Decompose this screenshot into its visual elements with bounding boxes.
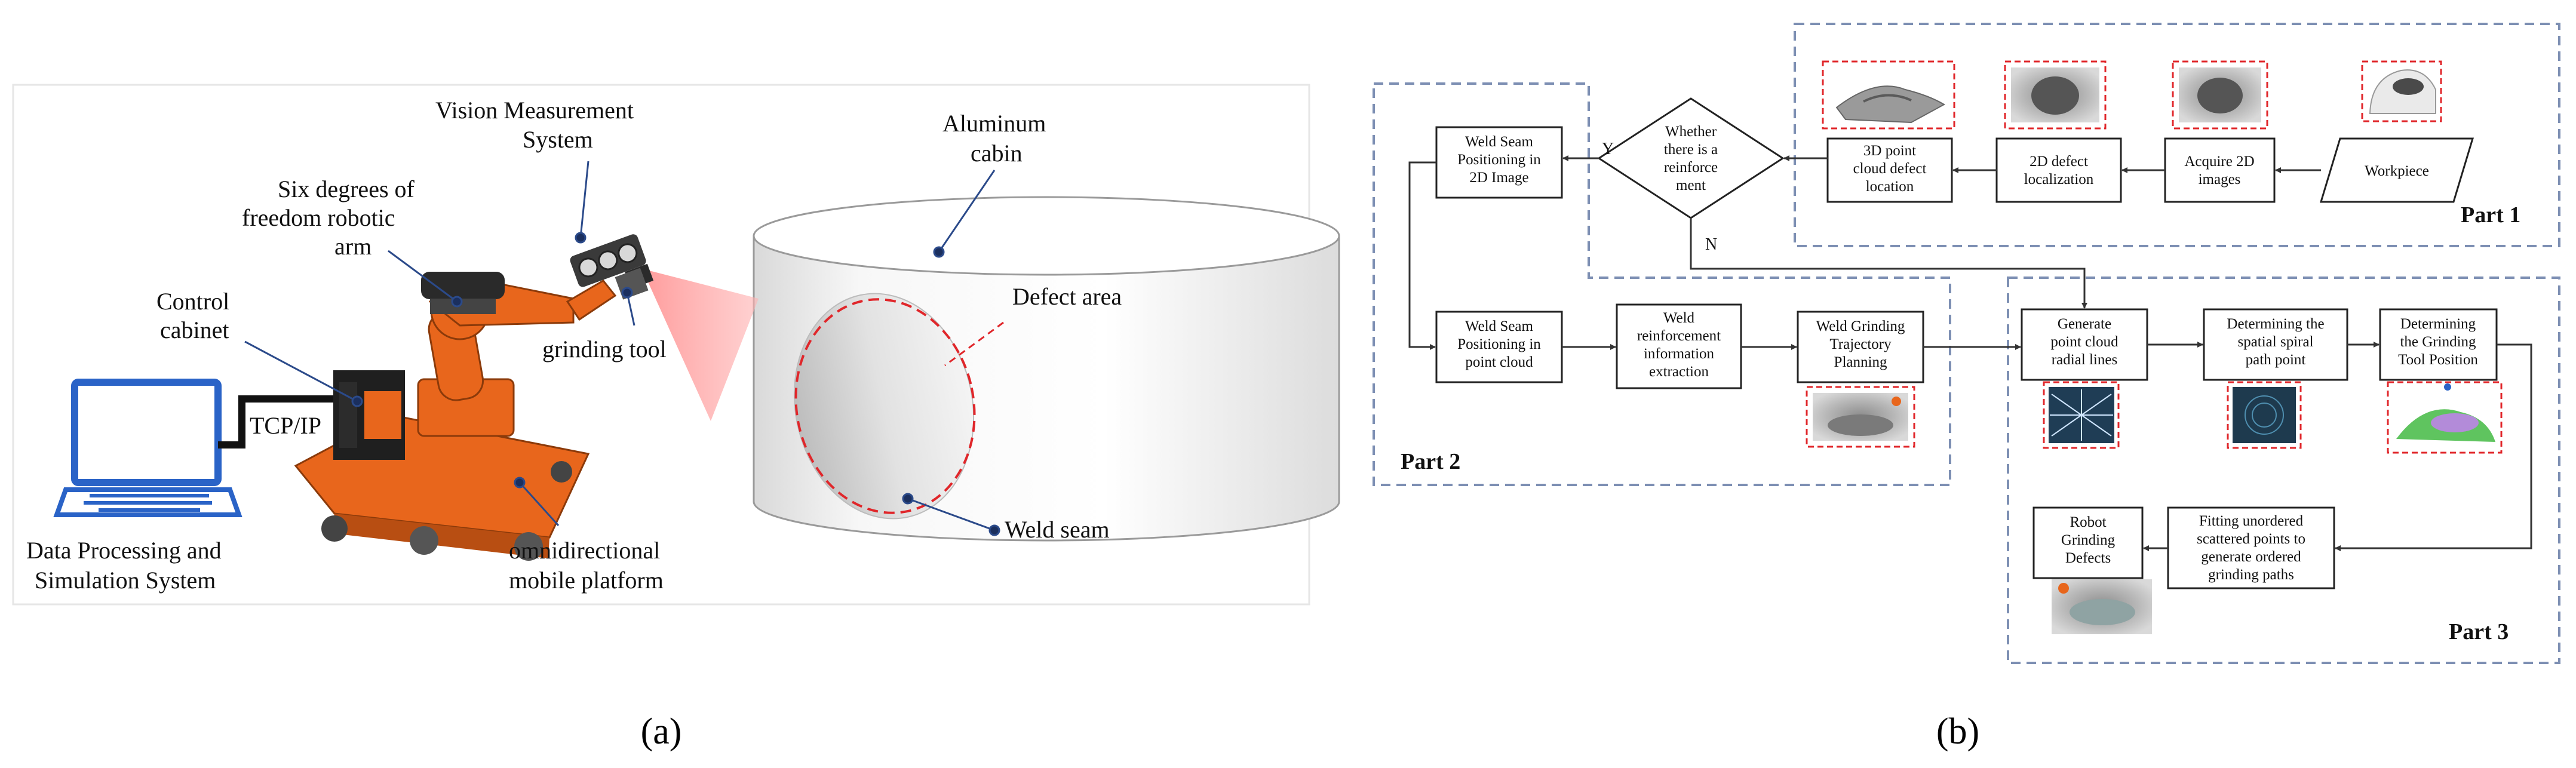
text-radial-1: Generate [2058, 316, 2111, 332]
laser-beam [642, 269, 759, 421]
text-cloud3d-3: location [1866, 179, 1914, 195]
part3-frame [2007, 277, 2560, 664]
text-seam2d-1: Weld Seam [1465, 134, 1533, 150]
label-weld-seam: Weld seam [1005, 516, 1110, 543]
label-vision-1: Vision Measurement [435, 97, 634, 124]
decision-no-label: N [1705, 235, 1717, 254]
node-reinf [1616, 303, 1742, 389]
node-robot [2032, 506, 2144, 579]
text-fit-3: generate ordered [2201, 549, 2301, 565]
label-omni-1: omnidirectional [509, 537, 660, 564]
node-radial [2021, 308, 2148, 381]
mobile-robot [294, 234, 654, 561]
text-radial-2: point cloud [2050, 334, 2118, 350]
label-arm-2: freedom robotic [242, 204, 395, 231]
part1-label: Part 1 [2461, 202, 2520, 228]
text-fit-2: scattered points to [2197, 531, 2305, 547]
text-robot-3: Defects [2065, 550, 2111, 566]
text-decision-3: reinforce [1664, 159, 1718, 176]
label-vision-2: System [523, 126, 593, 153]
node-seampc [1435, 311, 1563, 383]
label-dps-1: Data Processing and [26, 537, 222, 564]
laptop-icon [53, 379, 242, 517]
node-traj [1797, 311, 1924, 383]
text-workpiece: Workpiece [2365, 163, 2429, 179]
flow-boxes [1435, 97, 2498, 589]
text-fit-1: Fitting unordered [2199, 513, 2304, 529]
label-arm-1: Six degrees of [278, 176, 415, 202]
text-radial-3: radial lines [2052, 352, 2117, 368]
text-decision-2: there is a [1664, 142, 1718, 158]
node-fit [2167, 506, 2335, 589]
node-decision [1597, 97, 1785, 219]
text-traj-3: Planning [1834, 354, 1887, 370]
part2-label: Part 2 [1401, 449, 1460, 474]
text-toolpos-2: the Grinding [2400, 334, 2476, 350]
text-spiral-2: spatial spiral [2237, 334, 2313, 350]
text-toolpos-1: Determining [2400, 316, 2476, 332]
text-acquire-2: images [2199, 171, 2241, 188]
text-acquire-1: Acquire 2D [2184, 153, 2254, 170]
node-cloud3d [1826, 137, 1953, 203]
label-tcp-ip: TCP/IP [250, 412, 321, 439]
label-omni-2: mobile platform [509, 567, 664, 594]
leader-lines [244, 161, 1004, 536]
part2-frame [1373, 82, 1951, 486]
label-cabin-1: Aluminum [942, 110, 1046, 137]
label-dps-2: Simulation System [35, 567, 216, 594]
part3-label: Part 3 [2449, 619, 2509, 644]
decision-yes-label: Y [1602, 140, 1614, 158]
text-reinf-1: Weld [1663, 310, 1695, 326]
text-defect2d-1: 2D defect [2030, 153, 2088, 170]
text-seam2d-3: 2D Image [1469, 170, 1528, 186]
node-seam2d [1435, 126, 1563, 199]
text-seampc-2: Positioning in [1457, 336, 1541, 352]
node-workpiece [2319, 137, 2474, 203]
text-defect2d-2: localization [2024, 171, 2094, 188]
label-grinding-tool: grinding tool [542, 336, 667, 363]
node-spiral [2203, 308, 2348, 381]
text-traj-1: Weld Grinding [1816, 318, 1905, 334]
text-reinf-4: extraction [1649, 364, 1709, 380]
text-spiral-3: path point [2246, 352, 2306, 368]
text-reinf-3: information [1644, 346, 1715, 362]
label-control-1: Control [156, 288, 229, 315]
thumbnails [1806, 60, 2503, 634]
text-toolpos-3: Tool Position [2398, 352, 2478, 368]
text-cloud3d-1: 3D point [1863, 143, 1916, 159]
text-traj-2: Trajectory [1829, 336, 1892, 352]
tcp-ip-cable [218, 395, 355, 448]
panel-a-labels: Vision Measurement System Aluminum cabin… [26, 97, 1122, 594]
text-seampc-3: point cloud [1465, 354, 1533, 370]
text-reinf-2: reinforcement [1637, 328, 1721, 344]
text-seampc-1: Weld Seam [1465, 318, 1533, 334]
caption-a: (a) [641, 711, 682, 752]
text-seam2d-2: Positioning in [1457, 152, 1541, 168]
label-defect-area: Defect area [1012, 283, 1122, 310]
text-robot-1: Robot [2070, 514, 2106, 530]
flow-node-text: Workpiece Acquire 2D images 2D defect lo… [1457, 124, 2478, 583]
part1-frame [1794, 23, 2560, 247]
text-cloud3d-2: cloud defect [1853, 161, 1927, 177]
text-spiral-1: Determining the [2227, 316, 2324, 332]
label-cabin-2: cabin [971, 140, 1023, 167]
flow-arrows [1408, 155, 2532, 551]
panel-b: Part 1 Part 2 Part 3 [1373, 23, 2560, 752]
label-arm-3: arm [334, 233, 371, 260]
text-robot-2: Grinding [2061, 532, 2116, 548]
text-decision-4: ment [1676, 177, 1706, 193]
label-control-2: cabinet [160, 317, 229, 343]
node-defect2d [1995, 137, 2122, 203]
panel-a: Vision Measurement System Aluminum cabin… [12, 84, 1340, 752]
text-fit-4: grinding paths [2208, 567, 2294, 583]
text-decision-1: Whether [1665, 124, 1717, 140]
caption-b: (b) [1936, 711, 1979, 752]
node-acquire [2164, 137, 2276, 203]
defect-area-outline [794, 298, 976, 514]
